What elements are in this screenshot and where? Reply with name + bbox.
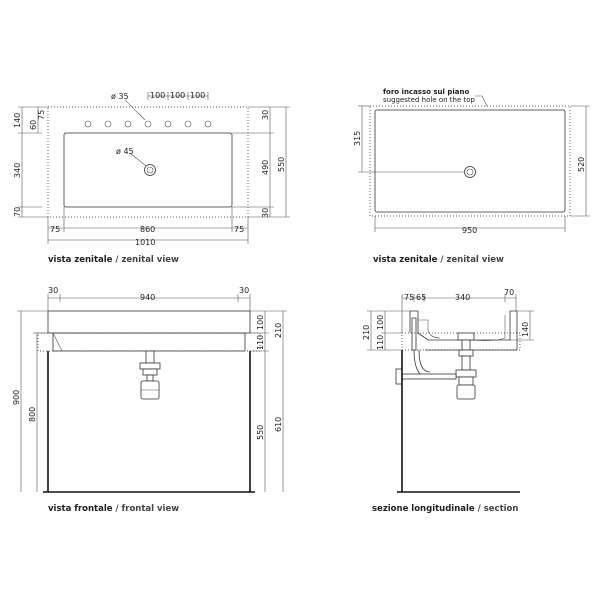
dim-front-left-total: 900 xyxy=(12,390,21,405)
basin-outline xyxy=(47,106,249,218)
dim-bottom-b: 860 xyxy=(140,225,155,234)
dim-front-right-d: 550 xyxy=(256,425,265,440)
dim-right-a: 30 xyxy=(261,110,270,120)
dim-cutout-bottom: 950 xyxy=(462,226,477,235)
drain-label: ø 45 xyxy=(116,147,134,156)
dim-left-a: 140 xyxy=(13,113,22,128)
caption-frontal: vista frontale / frontal view xyxy=(48,504,179,514)
dim-front-right-e: 610 xyxy=(274,417,283,432)
siphon-icon xyxy=(395,355,477,400)
dim-top-c: 100 xyxy=(190,91,205,100)
hole-label: ø 35 xyxy=(111,92,129,101)
view-zenital-basin: ø 35 ø 45 100 100 100 140 60 75 340 70 3… xyxy=(13,91,290,265)
note-italian: foro incasso sul piano xyxy=(383,88,469,96)
dim-top-a: 100 xyxy=(150,91,165,100)
dim-sec-left-b: 100 xyxy=(376,315,385,330)
dim-sec-top-b: 65 xyxy=(416,293,426,302)
dim-sec-right-a: 140 xyxy=(521,322,530,337)
dim-left-d: 340 xyxy=(13,163,22,178)
cutout-dotted-outline xyxy=(369,105,571,217)
dim-right-c: 30 xyxy=(261,208,270,218)
caption-zenital-left: vista zenitale / zenital view xyxy=(48,255,179,265)
dim-sec-left-a: 210 xyxy=(362,325,371,340)
note-english: suggested hole on the top xyxy=(383,96,476,104)
basin-front xyxy=(47,310,251,334)
caption-zenital-right: vista zenitale / zenital view xyxy=(373,255,504,265)
dim-front-right-b: 110 xyxy=(256,335,265,350)
view-section: 75 65 340 70 210 100 110 140 sezione lon… xyxy=(362,288,534,514)
overflow-channel xyxy=(411,317,417,351)
view-zenital-cutout: foro incasso sul piano suggested hole on… xyxy=(353,88,590,265)
dim-front-top-a: 30 xyxy=(48,286,58,295)
basin-lower-body xyxy=(52,332,246,352)
dim-bottom-a: 75 xyxy=(50,225,60,234)
dim-sec-top-a: 75 xyxy=(404,293,414,302)
dim-bottom-total: 1010 xyxy=(135,238,155,247)
tap-holes xyxy=(84,120,212,128)
cutout-inner xyxy=(374,109,566,213)
dim-left-e: 70 xyxy=(13,207,22,217)
dim-right-total: 550 xyxy=(277,157,286,172)
countertop-dotted xyxy=(37,332,261,352)
caption-section: sezione longitudinale / section xyxy=(372,504,518,514)
dim-front-top-b: 940 xyxy=(140,293,155,302)
dim-front-right-a: 100 xyxy=(256,315,265,330)
dim-front-left-b: 800 xyxy=(28,407,37,422)
dim-top-b: 100 xyxy=(170,91,185,100)
countertop-dotted xyxy=(401,332,521,351)
drain-icon xyxy=(144,164,156,176)
dim-bottom-c: 75 xyxy=(234,225,244,234)
dim-sec-top-d: 70 xyxy=(504,288,514,297)
view-frontal: 30 940 30 900 800 100 110 210 550 610 vi… xyxy=(12,286,287,514)
dim-cutout-right: 520 xyxy=(577,157,586,172)
dim-front-right-c: 210 xyxy=(274,323,283,338)
dim-front-top-c: 30 xyxy=(239,286,249,295)
dim-sec-left-c: 110 xyxy=(376,335,385,350)
dim-left-b: 60 xyxy=(29,120,38,130)
dim-right-b: 490 xyxy=(261,160,270,175)
bowl-outline xyxy=(63,132,233,208)
siphon-icon xyxy=(139,350,161,400)
drain-fitting-icon xyxy=(457,332,475,357)
dim-sec-top-c: 340 xyxy=(455,293,470,302)
drain-icon xyxy=(464,166,476,178)
dim-left-c: 75 xyxy=(37,110,46,120)
dim-cutout-left: 315 xyxy=(353,131,362,146)
